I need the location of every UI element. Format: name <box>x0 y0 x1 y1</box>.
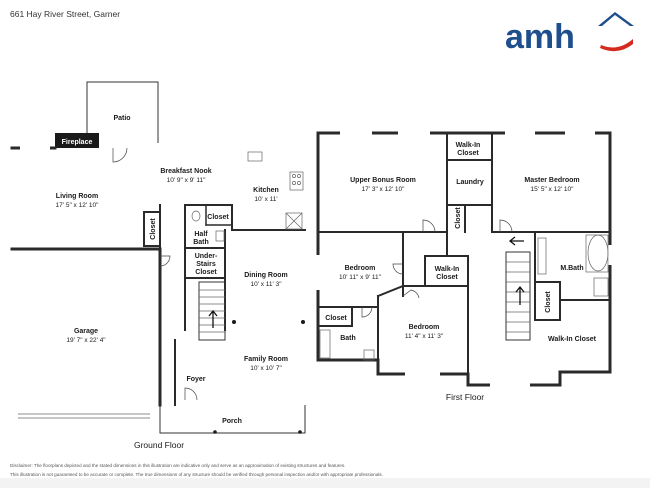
fireplace-block <box>55 133 99 148</box>
bedroom-mid-label: Bedroom <box>409 324 440 331</box>
under-stairs-label-3: Closet <box>195 269 217 276</box>
upper-bonus-room-dims: 17' 3" x 12' 10" <box>362 186 406 193</box>
master-bath-label: M.Bath <box>560 265 583 272</box>
closet-gf-bath-label: Closet <box>207 214 229 221</box>
toilet-icon <box>191 210 201 222</box>
bedroom-mid-dims: 11' 4" x 11' 3" <box>405 333 444 340</box>
dining-room-label: Dining Room <box>244 272 288 279</box>
property-address: 661 Hay River Street, Garner <box>10 9 121 19</box>
closet-ff-right-label: Closet <box>545 291 552 313</box>
closet-gf-left-label: Closet <box>150 218 157 240</box>
foyer-label: Foyer <box>186 376 205 383</box>
amh-logo: amh <box>503 6 643 56</box>
fireplace-label: Fireplace <box>62 139 93 146</box>
patio-outline <box>86 81 159 143</box>
walk-in-closet-top-label-1: Walk-In <box>456 142 481 149</box>
first-floor-windows <box>316 131 612 387</box>
family-room-dims: 10' x 10' 7" <box>250 365 282 372</box>
porch-outline <box>159 405 306 434</box>
closet-ff-mid-label: Closet <box>455 207 462 229</box>
kitchen-dims: 10' x 11' <box>254 196 277 203</box>
logo-roof-icon <box>598 12 634 26</box>
footer-band <box>0 478 650 488</box>
sink-icon <box>215 230 225 242</box>
laundry-label: Laundry <box>456 179 484 186</box>
first-floor-plan <box>316 131 612 387</box>
living-room-label: Living Room <box>56 193 98 200</box>
vanity-icon <box>537 237 547 275</box>
first-floor-label: First Floor <box>446 392 484 402</box>
garage-label: Garage <box>74 328 98 335</box>
ground-floor-plan <box>10 81 307 434</box>
upper-bonus-room-label: Upper Bonus Room <box>350 177 416 184</box>
bath-label: Bath <box>340 335 356 342</box>
living-room-dims: 17' 5" x 12' 10" <box>56 202 100 209</box>
garage-dims: 19' 7" x 22' 4" <box>66 337 106 344</box>
bathtub-icon <box>587 234 609 272</box>
bedroom-left-label: Bedroom <box>345 265 376 272</box>
breakfast-nook-label: Breakfast Nook <box>160 168 211 175</box>
ground-windows <box>10 136 307 407</box>
half-bath-label-2: Bath <box>193 239 209 246</box>
logo-swoosh-icon <box>600 39 633 52</box>
breakfast-nook-dims: 10' 9" x 9' 11" <box>167 177 206 184</box>
stairs-up-arrow-icon <box>208 309 218 328</box>
stairs-ff <box>505 251 531 341</box>
patio-door <box>112 147 128 163</box>
bedroom-left-dims: 10' 11" x 9' 11" <box>339 274 382 281</box>
master-bedroom-dims: 15' 5" x 12' 10" <box>531 186 575 193</box>
stairs-ff-up-arrow-icon <box>515 285 525 305</box>
disclaimer-line-1: Disclaimer: The floorplans depicted and … <box>10 463 346 468</box>
under-stairs-label-2: Stairs <box>196 261 216 268</box>
kitchen-sink-icon <box>247 151 263 162</box>
porch-label: Porch <box>222 418 242 425</box>
shower-icon <box>593 277 609 297</box>
hall-arrow-icon <box>508 236 524 246</box>
disclaimer: Disclaimer: The floorplans depicted and … <box>10 461 640 479</box>
master-bedroom-label: Master Bedroom <box>524 177 579 184</box>
first-outer-walls <box>316 131 612 387</box>
kitchen-label: Kitchen <box>253 187 279 194</box>
walk-in-closet-mid-label-1: Walk-In <box>435 266 460 273</box>
bath-tub-icon <box>319 329 331 359</box>
walk-in-closet-master-label: Walk-In Closet <box>548 336 597 343</box>
walk-in-closet-top-label-2: Closet <box>457 150 479 157</box>
family-room-label: Family Room <box>244 356 288 363</box>
under-stairs-label-1: Under- <box>195 253 218 260</box>
stove-icon <box>289 171 304 191</box>
patio-label: Patio <box>113 115 130 122</box>
garage-door <box>159 255 171 267</box>
disclaimer-line-2: This illustration is not guaranteed to b… <box>10 472 383 477</box>
closet-ff-left-label: Closet <box>325 315 347 322</box>
ground-floor-label: Ground Floor <box>134 440 184 450</box>
half-bath-label-1: Half <box>194 231 208 238</box>
dining-room-dims: 10' x 11' 3" <box>250 281 282 288</box>
walk-in-closet-mid-label-2: Closet <box>436 274 458 281</box>
bath-sink-icon <box>363 349 375 361</box>
fridge-icon <box>285 212 303 230</box>
logo-text: amh <box>505 18 575 54</box>
